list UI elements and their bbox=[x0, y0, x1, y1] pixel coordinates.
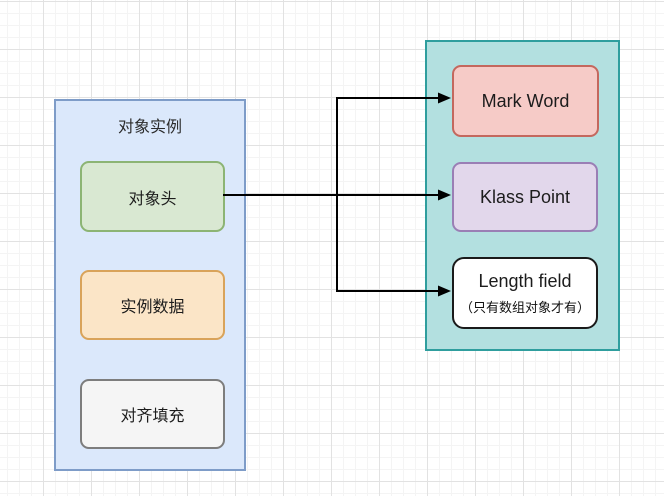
node-alignment-padding-label: 对齐填充 bbox=[120, 408, 185, 425]
node-klass-point: Klass Point bbox=[452, 162, 598, 232]
object-header-detail-panel: Mark Word Klass Point Length field （只有数组… bbox=[425, 40, 620, 351]
node-mark-word: Mark Word bbox=[452, 65, 599, 137]
object-instance-title: 对象实例 bbox=[117, 119, 182, 136]
object-instance-panel: 对象实例 对象头 实例数据 对齐填充 bbox=[54, 99, 246, 471]
node-length-field-sublabel: （只有数组对象才有） bbox=[459, 299, 590, 315]
node-object-header: 对象头 bbox=[80, 161, 225, 232]
node-instance-data-label: 实例数据 bbox=[120, 299, 185, 316]
node-klass-point-label: Klass Point bbox=[479, 186, 571, 207]
node-length-field: Length field （只有数组对象才有） bbox=[452, 257, 598, 329]
node-object-header-label: 对象头 bbox=[128, 190, 177, 208]
node-mark-word-label: Mark Word bbox=[481, 90, 570, 111]
node-length-field-label: Length field bbox=[478, 270, 572, 291]
node-instance-data: 实例数据 bbox=[80, 270, 225, 340]
node-alignment-padding: 对齐填充 bbox=[80, 379, 225, 449]
